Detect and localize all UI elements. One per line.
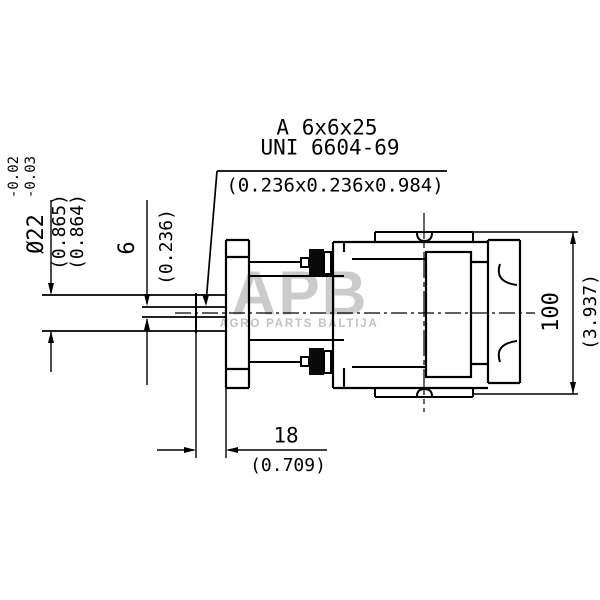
- mounting-flange-outline: [224, 238, 251, 390]
- shaft-diameter-inch-lower: (0.864): [67, 194, 88, 270]
- keyway-lines: [142, 306, 226, 318]
- top-bolt-shank: [300, 257, 310, 268]
- body-section-joint: [424, 250, 473, 379]
- body-height-label: 100: [539, 292, 564, 332]
- shaft-outline: [42, 293, 226, 333]
- leader-arrowhead: [202, 294, 209, 306]
- key-spec-line2: UNI 6604-69: [260, 135, 400, 160]
- key-spec-inches: (0.236x0.236x0.984): [226, 174, 444, 197]
- watermark-logo: APB: [231, 259, 369, 329]
- shaft-protrusion-inch: (0.709): [250, 455, 326, 476]
- pump-body-outline: [331, 240, 488, 390]
- top-bolt-washer: [323, 251, 332, 275]
- top-port-edge-left: [416, 232, 426, 242]
- bottom-port-edge-left: [416, 388, 426, 397]
- rear-cover-outline: [486, 238, 522, 385]
- bearing-housing-outline: [249, 258, 426, 368]
- shaft-tolerance-upper: -0.02: [6, 155, 22, 199]
- top-port-edge-right: [423, 232, 433, 242]
- keyway-width-label: 6: [115, 241, 140, 255]
- shaft-protrusion-label: 18: [273, 423, 299, 448]
- port-boss-outline: [374, 231, 474, 398]
- centerlines: [175, 213, 535, 412]
- dimension-arrows: [48, 232, 576, 453]
- bottom-bolt-washer: [323, 350, 332, 374]
- bottom-bolt-nut: [309, 348, 324, 375]
- body-height-inch: (3.937): [580, 274, 600, 350]
- key-spec-line1: A 6x6x25: [276, 115, 378, 140]
- top-bolt-nut: [309, 249, 324, 276]
- watermark-subtitle: AGRO PARTS BALTIJA: [219, 318, 379, 330]
- rear-cover-cast-curve-bottom: [497, 340, 518, 363]
- tie-bolts: [300, 249, 332, 375]
- key-leader-line: [205, 170, 218, 304]
- keyway-width-inch: (0.236): [156, 209, 177, 285]
- rear-cover-cast-curve-top: [497, 263, 518, 286]
- bottom-port-edge-right: [423, 388, 433, 397]
- shaft-tolerance-lower: -0.03: [23, 155, 39, 199]
- shaft-diameter-label: Ø22: [24, 214, 49, 254]
- bottom-bolt-shank: [300, 356, 310, 367]
- dimension-lines: [50, 170, 578, 458]
